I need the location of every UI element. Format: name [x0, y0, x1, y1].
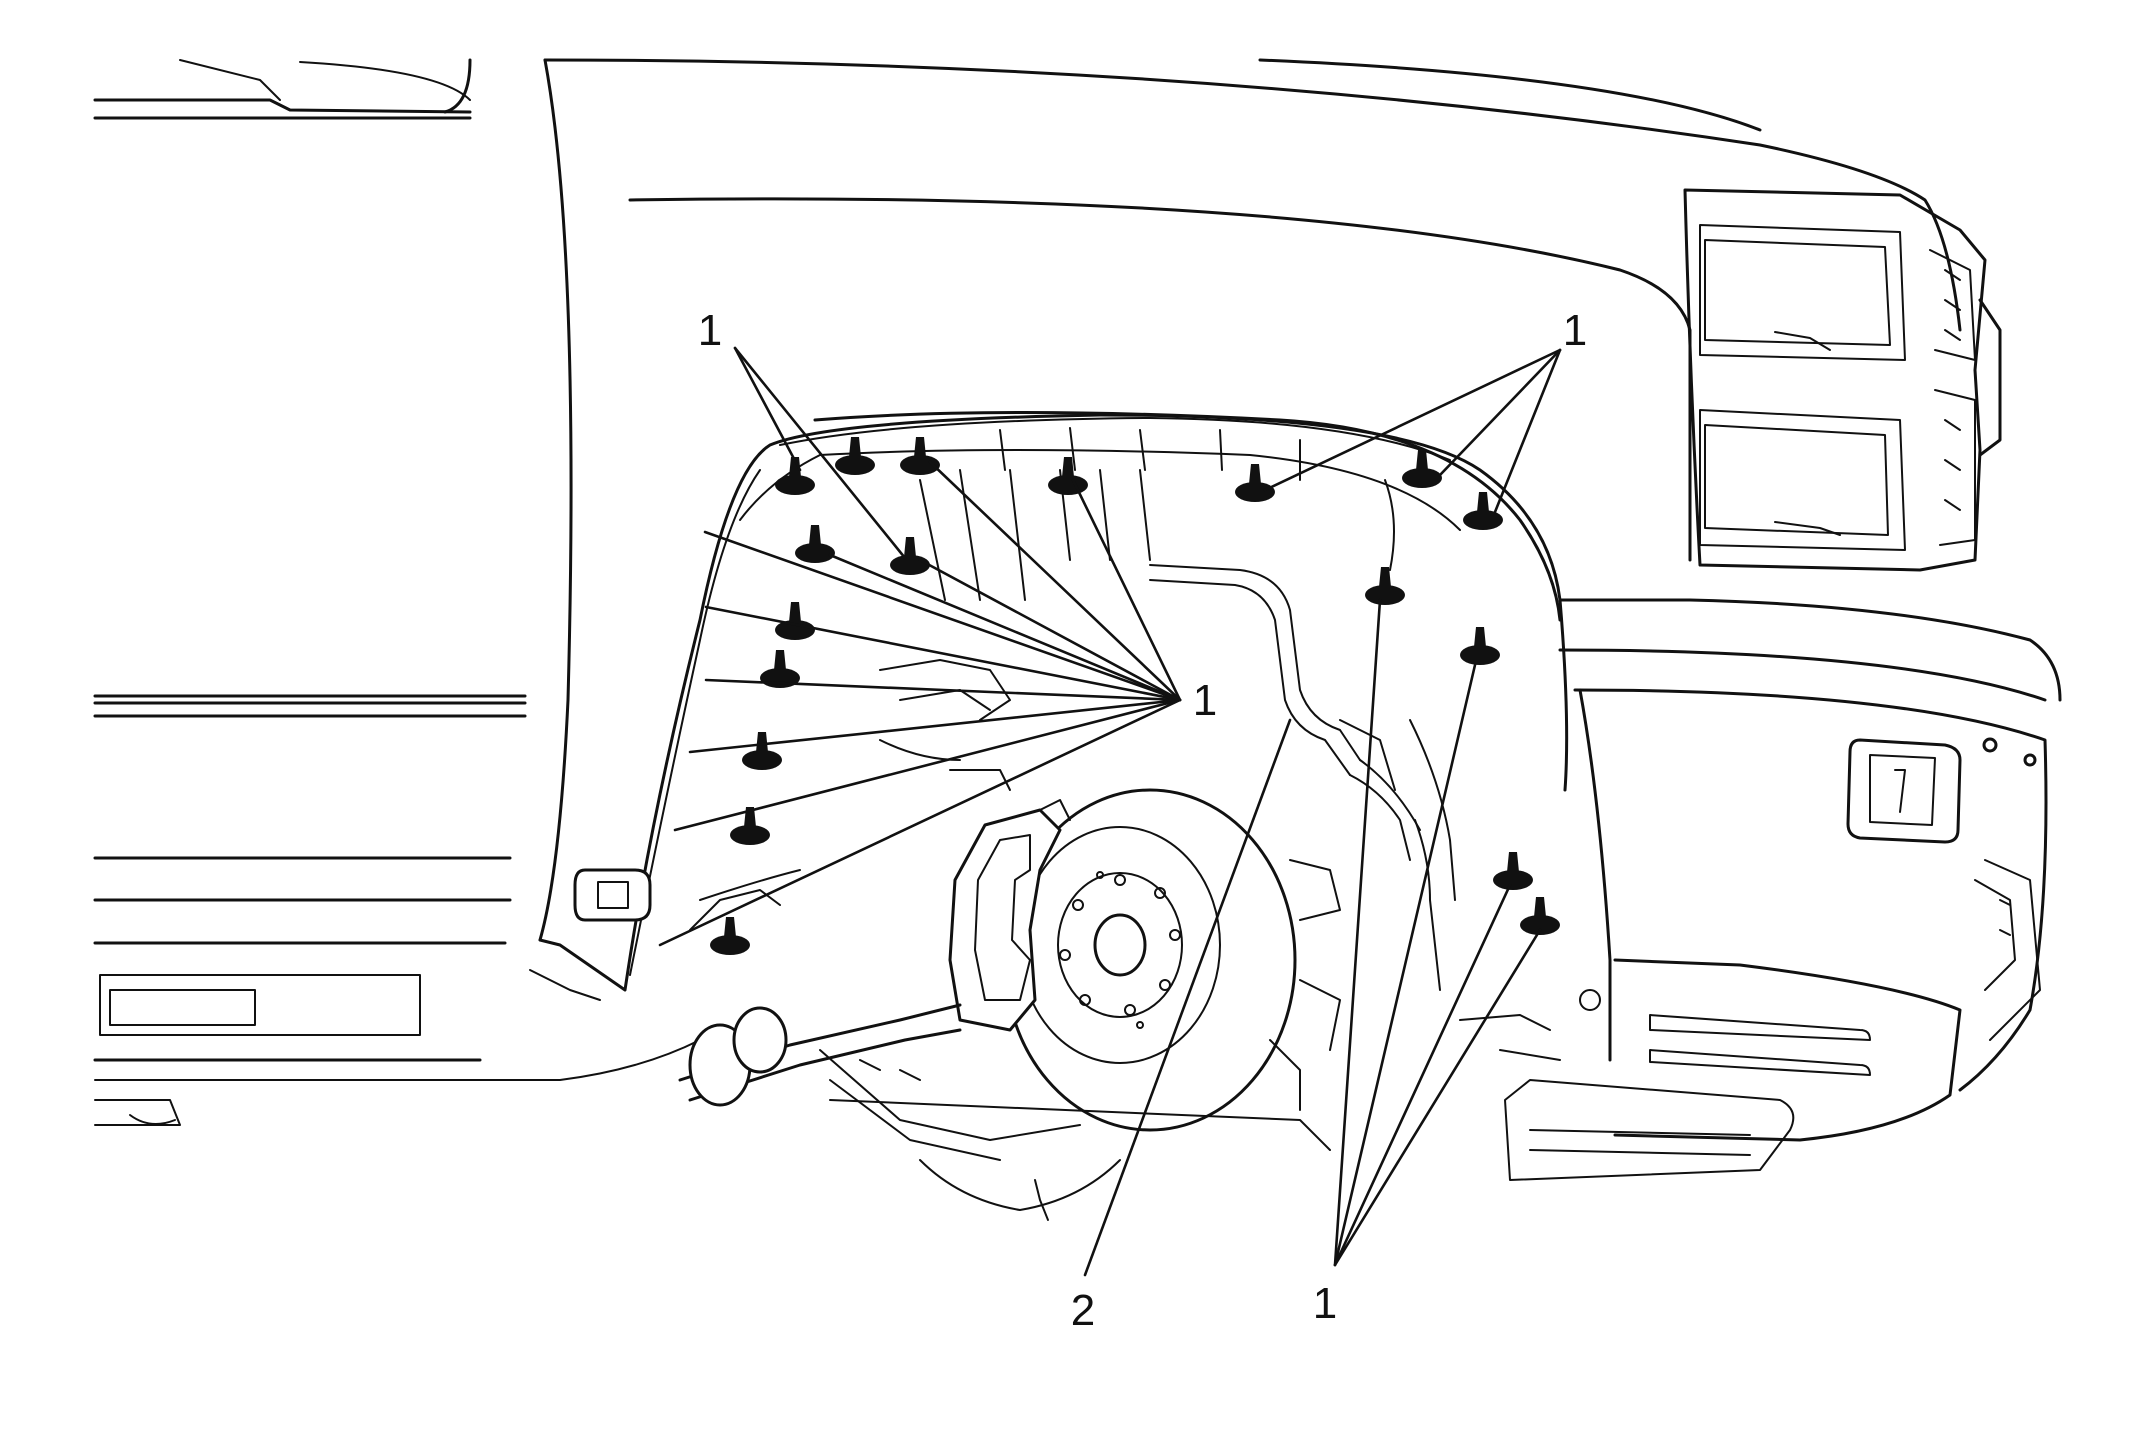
cab-door-panel [93, 58, 701, 1126]
push-pin-retainer-icon [1365, 567, 1405, 605]
headlamp-assembly [1683, 188, 2002, 572]
suspension-components [678, 659, 1601, 1221]
front-bumper [1504, 598, 2062, 1181]
push-pin-retainer-icon [1048, 457, 1088, 495]
push-pin-retainer-icon [710, 917, 750, 955]
fasteners [710, 437, 1560, 955]
push-pin-retainer-icon [775, 457, 815, 495]
callout-1-top-left: 1 [698, 306, 722, 355]
callouts: 1 1 1 1 2 [698, 306, 1587, 1335]
wheelhouse-liner [689, 411, 1562, 991]
push-pin-retainer-icon [835, 437, 875, 475]
push-pin-retainer-icon [730, 807, 770, 845]
push-pin-retainer-icon [795, 525, 835, 563]
push-pin-retainer-icon [1235, 464, 1275, 502]
brake-rotor-hub [948, 788, 1297, 1132]
front-fender [529, 58, 1962, 1001]
leader-lines [658, 346, 1562, 1277]
push-pin-retainer-icon [1460, 627, 1500, 665]
push-pin-retainer-icon [742, 732, 782, 770]
push-pin-retainer-icon [1493, 852, 1533, 890]
push-pin-retainer-icon [1463, 492, 1503, 530]
callout-1-top-right: 1 [1563, 306, 1587, 355]
push-pin-retainer-icon [900, 437, 940, 475]
callout-2: 2 [1071, 1286, 1095, 1335]
callout-1-bottom-right: 1 [1313, 1279, 1337, 1328]
push-pin-retainer-icon [890, 537, 930, 575]
push-pin-retainer-icon [1402, 450, 1442, 488]
callout-1-center: 1 [1193, 676, 1217, 725]
push-pin-retainer-icon [775, 602, 815, 640]
push-pin-retainer-icon [1520, 897, 1560, 935]
